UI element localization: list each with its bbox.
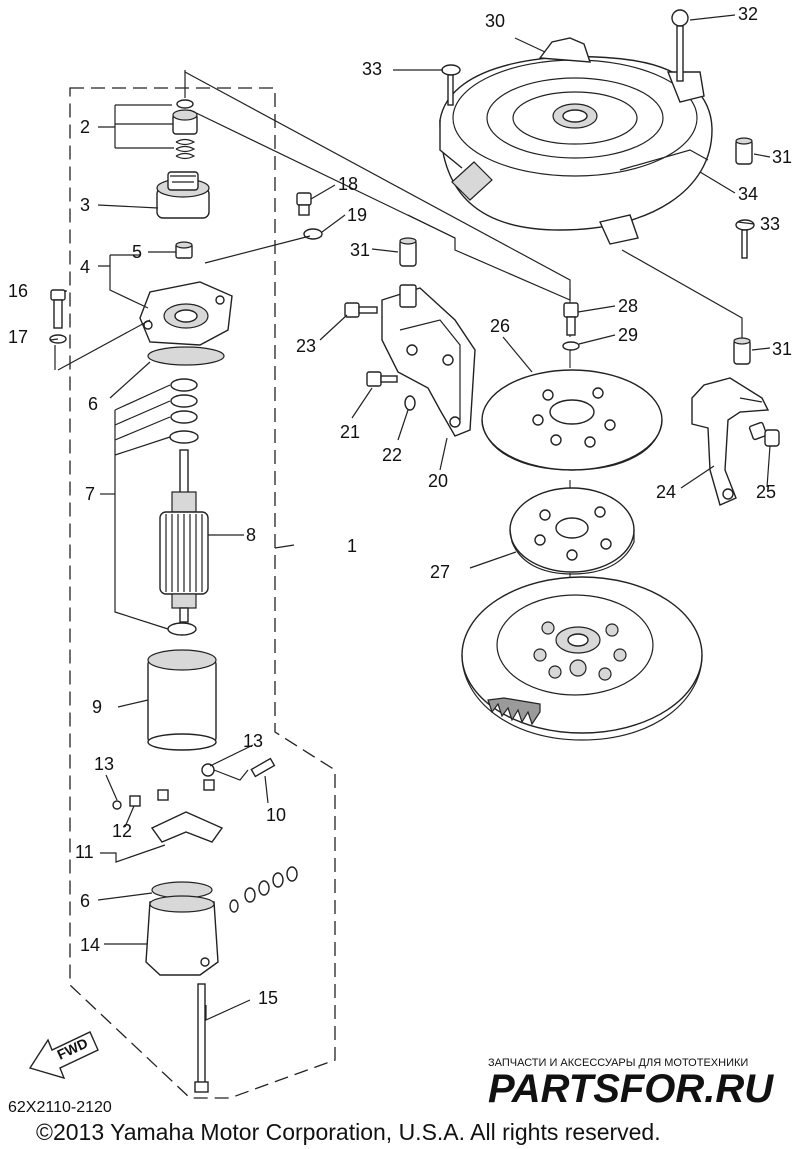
watermark: ЗАПЧАСТИ И АКСЕССУАРЫ ДЛЯ МОТОТЕХНИКИ PA… bbox=[488, 1057, 774, 1111]
magnet-base-plate bbox=[509, 487, 635, 575]
callout-2: 2 bbox=[80, 117, 90, 137]
callout-33b: 33 bbox=[760, 214, 780, 234]
callout-33a: 33 bbox=[362, 59, 382, 79]
flywheel bbox=[461, 576, 703, 741]
pulser-plate bbox=[481, 369, 663, 471]
callout-31c: 31 bbox=[772, 339, 792, 359]
callout-9: 9 bbox=[92, 697, 102, 717]
callout-21: 21 bbox=[340, 422, 360, 442]
callout-13a: 13 bbox=[243, 731, 263, 751]
rear-washer bbox=[167, 622, 197, 636]
callout-24: 24 bbox=[656, 482, 676, 502]
alignment-line-right bbox=[621, 249, 743, 340]
mounting-bolt bbox=[49, 289, 67, 344]
alignment-line-cover bbox=[407, 214, 456, 239]
fwd-direction-arrow: FWD bbox=[28, 1031, 99, 1080]
starter-leader-lines bbox=[49, 70, 346, 1021]
pinion-gear bbox=[156, 171, 210, 219]
callout-31b: 31 bbox=[772, 147, 792, 167]
cover-fasteners bbox=[399, 9, 755, 365]
callout-19: 19 bbox=[347, 205, 367, 225]
plate-bolt bbox=[562, 302, 580, 351]
starter-motor-parts bbox=[49, 99, 323, 1093]
callout-18: 18 bbox=[338, 174, 358, 194]
watermark-caption: ЗАПЧАСТИ И АКСЕССУАРЫ ДЛЯ МОТОТЕХНИКИ bbox=[488, 1057, 748, 1069]
callout-15: 15 bbox=[258, 988, 278, 1008]
nut-washer-set bbox=[229, 866, 298, 913]
callout-16: 16 bbox=[8, 281, 28, 301]
callout-6b: 6 bbox=[80, 891, 90, 911]
callout-28: 28 bbox=[618, 296, 638, 316]
callout-34: 34 bbox=[738, 184, 758, 204]
brush-holder bbox=[112, 779, 224, 843]
callout-4: 4 bbox=[80, 257, 90, 277]
callout-30: 30 bbox=[485, 11, 505, 31]
washer-set bbox=[169, 378, 199, 444]
callout-13b: 13 bbox=[94, 754, 114, 774]
stopper-spring-part bbox=[172, 109, 198, 160]
callout-7: 7 bbox=[85, 484, 95, 504]
callout-17: 17 bbox=[8, 327, 28, 347]
callout-1: 1 bbox=[347, 536, 357, 556]
watermark-logo: PARTSFOR.RU bbox=[488, 1067, 774, 1111]
callout-20: 20 bbox=[428, 471, 448, 491]
diagram-code: 62X2110-2120 bbox=[8, 1099, 112, 1116]
bracket-bolt bbox=[296, 192, 323, 240]
callout-6: 6 bbox=[88, 394, 98, 414]
copyright: ©2013 Yamaha Motor Corporation, U.S.A. A… bbox=[36, 1119, 661, 1145]
callout-32: 32 bbox=[738, 4, 758, 24]
callout-3: 3 bbox=[80, 195, 90, 215]
starter-assembly-boundary bbox=[69, 87, 336, 1099]
callout-31a: 31 bbox=[350, 240, 370, 260]
callout-22: 22 bbox=[382, 445, 402, 465]
callout-23: 23 bbox=[296, 336, 316, 356]
clip bbox=[176, 99, 194, 109]
callout-25: 25 bbox=[756, 482, 776, 502]
callout-12: 12 bbox=[112, 821, 132, 841]
callout-8: 8 bbox=[246, 525, 256, 545]
armature bbox=[159, 449, 209, 623]
flywheel-cover bbox=[439, 37, 713, 245]
front-bracket bbox=[139, 281, 233, 346]
callout-26: 26 bbox=[490, 316, 510, 336]
callout-27: 27 bbox=[430, 562, 450, 582]
through-bolt bbox=[194, 983, 209, 1093]
callout-10: 10 bbox=[266, 805, 286, 825]
collar bbox=[175, 241, 193, 259]
callout-5: 5 bbox=[132, 242, 142, 262]
callout-29: 29 bbox=[618, 325, 638, 345]
right-leader-lines bbox=[274, 14, 771, 569]
callout-14: 14 bbox=[80, 935, 100, 955]
rear-cover bbox=[145, 895, 219, 976]
right-bracket bbox=[691, 377, 780, 506]
callout-11: 11 bbox=[75, 842, 94, 862]
o-ring bbox=[147, 346, 225, 366]
stator-bracket bbox=[344, 284, 476, 437]
lead-wire-terminal bbox=[201, 757, 276, 781]
callout-labels: 1 2 3 4 5 6 7 8 9 13 13 10 12 11 6 14 15… bbox=[8, 4, 792, 1008]
yoke bbox=[147, 649, 217, 751]
